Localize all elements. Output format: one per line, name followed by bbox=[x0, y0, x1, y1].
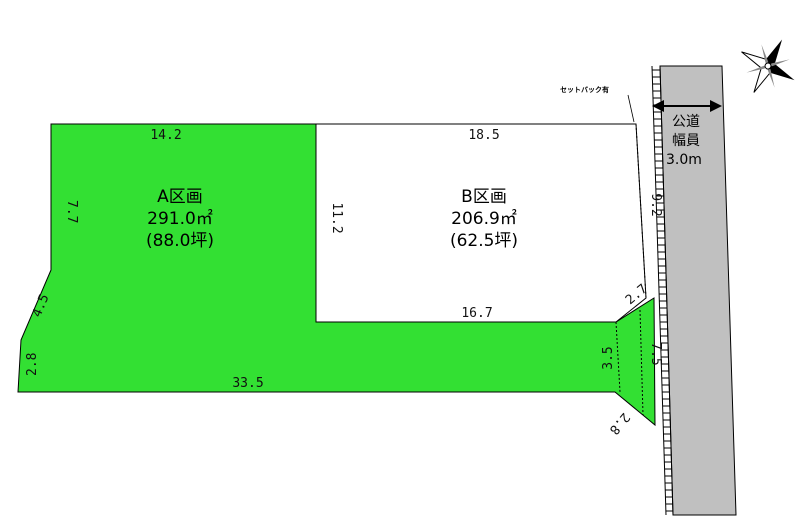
lot-b-area-value: 206.9㎡ bbox=[451, 209, 517, 229]
setback-label: セットバック有 bbox=[560, 85, 609, 94]
road-width-value: 3.0m bbox=[666, 152, 702, 168]
lot-b-name: B区画 bbox=[461, 187, 507, 207]
dim-frontage: 7.5 bbox=[648, 342, 663, 365]
road-width-arrow bbox=[652, 100, 722, 112]
dim-b-bottom: 16.7 bbox=[461, 306, 492, 321]
road-label-line2: 幅員 bbox=[672, 133, 700, 149]
road-gutter bbox=[651, 65, 674, 516]
setback-line bbox=[635, 123, 647, 299]
dim-corner-bottom: 2.8 bbox=[606, 409, 633, 437]
dim-b-left: 11.2 bbox=[329, 202, 344, 233]
dim-a-top: 14.2 bbox=[150, 128, 181, 143]
dim-b-right: 9.2 bbox=[648, 193, 663, 216]
lot-b-area bbox=[315, 123, 647, 323]
dim-a-short: 2.8 bbox=[25, 353, 40, 376]
setback-pointer bbox=[627, 94, 635, 123]
lot-a-area-value: 291.0㎡ bbox=[147, 209, 213, 229]
lot-a-name: A区画 bbox=[157, 187, 203, 207]
setback-line-flag bbox=[639, 309, 644, 416]
dim-strip: 3.5 bbox=[601, 346, 616, 369]
lot-b-tsubo-value: (62.5坪) bbox=[450, 231, 518, 251]
dim-bottom: 33.5 bbox=[232, 376, 263, 391]
compass-rose-icon bbox=[741, 39, 795, 93]
dim-a-left: 7.7 bbox=[64, 200, 79, 223]
dim-b-top: 18.5 bbox=[468, 128, 499, 143]
lot-a-tsubo-value: (88.0坪) bbox=[146, 231, 214, 251]
road-label-line1: 公道 bbox=[672, 114, 700, 130]
